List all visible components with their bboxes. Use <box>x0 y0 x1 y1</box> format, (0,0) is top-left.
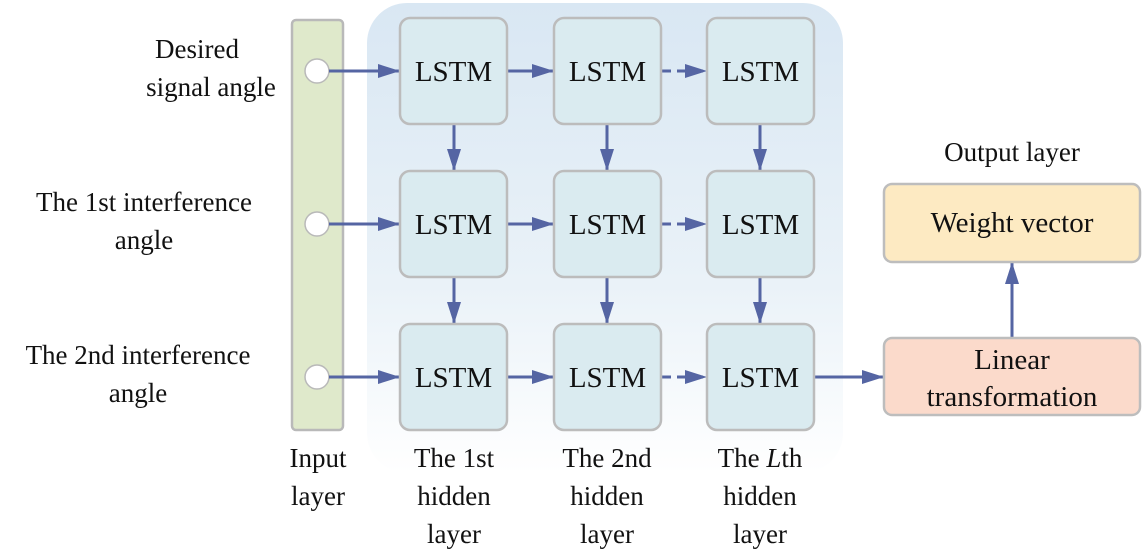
lstm-cell-label: LSTM <box>569 56 646 88</box>
lstm-cell-label: LSTM <box>722 56 799 88</box>
linear-transformation-label: Linear <box>974 344 1050 376</box>
lstm-cell-label: LSTM <box>415 209 492 241</box>
input-label-interference-2: The 2nd interference angle <box>26 340 251 408</box>
lstm-cell: LSTM <box>552 322 663 432</box>
lstm-cell-box <box>552 16 663 126</box>
lstm-cell-label: LSTM <box>722 362 799 394</box>
input-label-interference-1: The 1st interference angle <box>36 187 252 255</box>
lstm-cell-label: LSTM <box>415 56 492 88</box>
svg-text:hidden: hidden <box>723 481 797 511</box>
lstm-cell-label: LSTM <box>569 362 646 394</box>
output-layer-title: Output layer <box>944 137 1080 167</box>
lstm-cell: LSTM <box>705 16 816 126</box>
lstm-cell-box <box>398 169 509 279</box>
input-node <box>304 364 330 390</box>
svg-text:The 1st interference: The 1st interference <box>36 187 252 217</box>
svg-text:layer: layer <box>427 519 481 549</box>
input-node <box>304 58 330 84</box>
svg-text:The Lth: The Lth <box>718 443 803 473</box>
svg-text:layer: layer <box>733 519 787 549</box>
lstm-cell-label: LSTM <box>722 209 799 241</box>
lstm-grid: LSTM LSTM LSTM LSTM LSTM LSTM LSTM LSTM LSTM <box>398 16 816 432</box>
lstm-cell-box <box>705 322 816 432</box>
svg-text:signal angle: signal angle <box>146 72 276 102</box>
hidden-layer-2-label: The 2nd hidden layer <box>562 443 652 549</box>
svg-text:The 2nd interference: The 2nd interference <box>26 340 251 370</box>
svg-text:Input: Input <box>290 443 347 473</box>
input-label-desired: Desired signal angle <box>146 34 276 102</box>
lstm-cell: LSTM <box>705 322 816 432</box>
linear-transformation-label: transformation <box>927 381 1098 413</box>
lstm-cell-box <box>398 322 509 432</box>
lstm-cell-box <box>398 16 509 126</box>
weight-vector-box <box>882 182 1142 264</box>
lstm-cell: LSTM <box>705 169 816 279</box>
lstm-cell: LSTM <box>398 322 509 432</box>
lstm-cell: LSTM <box>552 16 663 126</box>
svg-text:angle: angle <box>115 225 173 255</box>
lstm-cell-label: LSTM <box>569 209 646 241</box>
lstm-cell-box <box>705 169 816 279</box>
lstm-cell: LSTM <box>552 169 663 279</box>
lstm-cell-label: LSTM <box>415 362 492 394</box>
input-node <box>304 211 330 237</box>
lstm-cell-box <box>552 322 663 432</box>
connections <box>329 64 1019 384</box>
svg-text:hidden: hidden <box>570 481 644 511</box>
weight-vector-label: Weight vector <box>931 207 1094 239</box>
svg-text:layer: layer <box>580 519 634 549</box>
svg-text:The 2nd: The 2nd <box>562 443 652 473</box>
lstm-cell-box <box>552 169 663 279</box>
svg-text:angle: angle <box>109 378 167 408</box>
lstm-cell: LSTM <box>398 169 509 279</box>
lstm-cell-box <box>705 16 816 126</box>
hidden-layer-L-label: The Lth hidden layer <box>718 443 803 549</box>
svg-text:The 1st: The 1st <box>414 443 495 473</box>
svg-text:Desired: Desired <box>155 34 239 64</box>
input-layer-label: Input layer <box>290 443 347 511</box>
svg-text:layer: layer <box>291 481 345 511</box>
lstm-cell: LSTM <box>398 16 509 126</box>
linear-transformation-box <box>882 336 1142 417</box>
hidden-layer-1-label: The 1st hidden layer <box>414 443 495 549</box>
svg-text:hidden: hidden <box>417 481 491 511</box>
